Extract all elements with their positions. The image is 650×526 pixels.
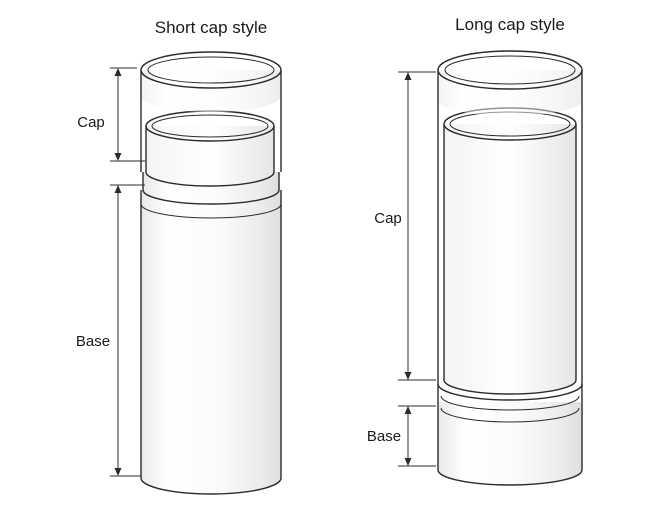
long-base-label: Base <box>367 428 401 445</box>
long-cap-label: Cap <box>374 210 402 227</box>
long-style-inner-cap <box>443 107 577 395</box>
short-cap-label: Cap <box>77 114 105 131</box>
long-style-base-tube <box>437 395 583 486</box>
short-cap-dimension: Cap <box>77 67 145 162</box>
short-base-label: Base <box>76 333 110 350</box>
short-style-inner-cap <box>145 110 275 187</box>
short-style-base-tube <box>140 190 282 495</box>
short-base-dimension: Base <box>76 184 145 477</box>
short-style-top-cap <box>140 51 282 172</box>
short-cap-title: Short cap style <box>155 18 267 37</box>
long-cap-title: Long cap style <box>455 15 565 34</box>
short-cap-style: Short cap style <box>76 18 282 495</box>
long-style-top-cap <box>437 50 583 402</box>
long-cap-dimension: Cap <box>374 71 436 381</box>
long-cap-style: Long cap style <box>367 15 583 486</box>
long-base-dimension: Base <box>367 405 436 467</box>
